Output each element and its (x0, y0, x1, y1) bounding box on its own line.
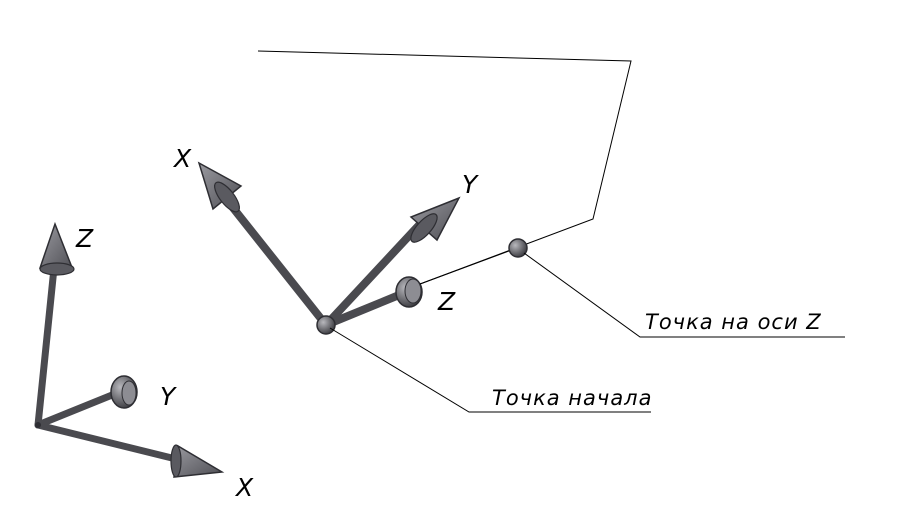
z-axis-frame-line (257, 50, 632, 285)
local-x-axis-shaft (218, 190, 330, 329)
world-z-axis-shaft (34, 264, 58, 429)
callout-origin-leader (329, 327, 651, 413)
local-origin-point (316, 315, 336, 335)
callout-origin: Точка начала (329, 327, 652, 413)
world-y-label: Y (160, 382, 177, 411)
z-axis-point (508, 238, 528, 258)
local-z-axis-shaft (322, 289, 408, 329)
world-y-axis-shaft (34, 387, 126, 429)
local-coordinate-system: X Y Z (172, 144, 528, 335)
local-y-axis-shaft (322, 219, 425, 329)
local-x-label: X (172, 144, 192, 173)
world-x-label: X (234, 473, 254, 502)
callout-z-point: Точка на оси Z (523, 252, 845, 338)
world-x-axis-shaft (34, 421, 184, 464)
world-coordinate-system: Z Y X (34, 221, 254, 502)
world-z-label: Z (75, 224, 94, 253)
local-y-label: Y (462, 170, 479, 199)
callout-z-point-leader (523, 252, 845, 338)
world-origin-point (35, 422, 41, 428)
callout-origin-label: Точка начала (492, 386, 652, 410)
callout-z-point-label: Точка на оси Z (645, 310, 822, 334)
local-z-label: Z (437, 287, 456, 316)
